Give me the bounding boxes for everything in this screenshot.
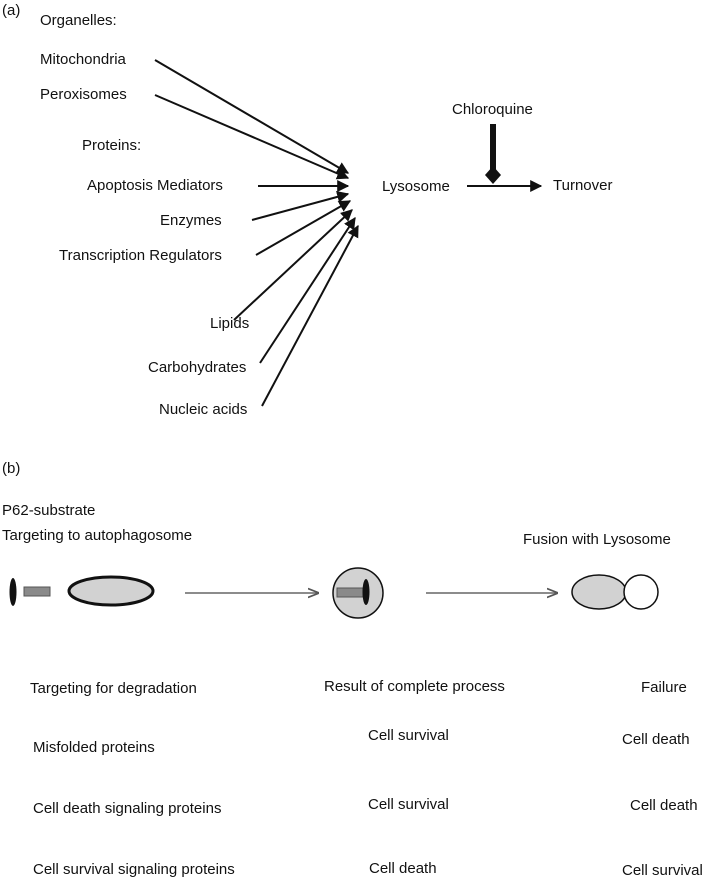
organelles-heading: Organelles: (40, 12, 117, 29)
source-lipids: Lipids (210, 315, 250, 332)
substrate-rod (23, 586, 51, 597)
chloroquine-label: Chloroquine (452, 101, 533, 118)
source-nucleic-acids: Nucleic acids (159, 401, 248, 418)
arrow-mitochondria (154, 59, 350, 174)
proteins-heading: Proteins: (82, 137, 142, 154)
enclosed-substrate-rod (336, 587, 364, 598)
row3-target: Cell survival signaling proteins (33, 861, 235, 878)
source-enzymes: Enzymes (160, 212, 222, 229)
source-transcription-regulators: Transcription Regulators (59, 247, 222, 264)
row2-failure: Cell death (630, 797, 698, 814)
arrow-carbohydrates (259, 216, 356, 364)
source-carbohydrates: Carbohydrates (148, 359, 247, 376)
row3-result: Cell death (369, 860, 437, 877)
row1-target: Misfolded proteins (33, 739, 155, 756)
turnover-label: Turnover (553, 177, 613, 194)
row2-result: Cell survival (368, 796, 449, 813)
table-header-failure: Failure (641, 679, 687, 696)
table-header-targeting: Targeting for degradation (30, 680, 197, 697)
source-peroxisomes: Peroxisomes (40, 86, 127, 103)
panel-a-label: (a) (2, 2, 21, 19)
arrow-nucleic-acids (261, 224, 359, 407)
fused-autophagosome (571, 574, 627, 610)
lysosome-label: Lysosome (382, 178, 450, 195)
arrow-lipids (233, 209, 353, 321)
fused-lysosome (623, 574, 659, 610)
arrow-peroxisomes (154, 94, 350, 180)
row1-failure: Cell death (622, 731, 690, 748)
chloroquine-inhibition (485, 124, 501, 184)
fusion-step-label: Fusion with Lysosome (523, 531, 671, 548)
table-header-result: Result of complete process (324, 678, 505, 695)
row1-result: Cell survival (368, 727, 449, 744)
p62-substrate-label: P62-substrate (2, 502, 96, 519)
row2-target: Cell death signaling proteins (33, 800, 222, 817)
source-apoptosis-mediators: Apoptosis Mediators (87, 177, 223, 194)
arrow-enzymes (251, 191, 350, 221)
source-mitochondria: Mitochondria (40, 51, 126, 68)
arrow-transcription-regulators (255, 200, 352, 256)
targeting-step-label: Targeting to autophagosome (2, 527, 193, 544)
p62-cap-shape (9, 578, 17, 606)
row3-failure: Cell survival (622, 862, 703, 879)
enclosed-p62-cap (362, 579, 370, 605)
phagophore-membrane (67, 575, 155, 607)
panel-b-label: (b) (2, 460, 21, 477)
